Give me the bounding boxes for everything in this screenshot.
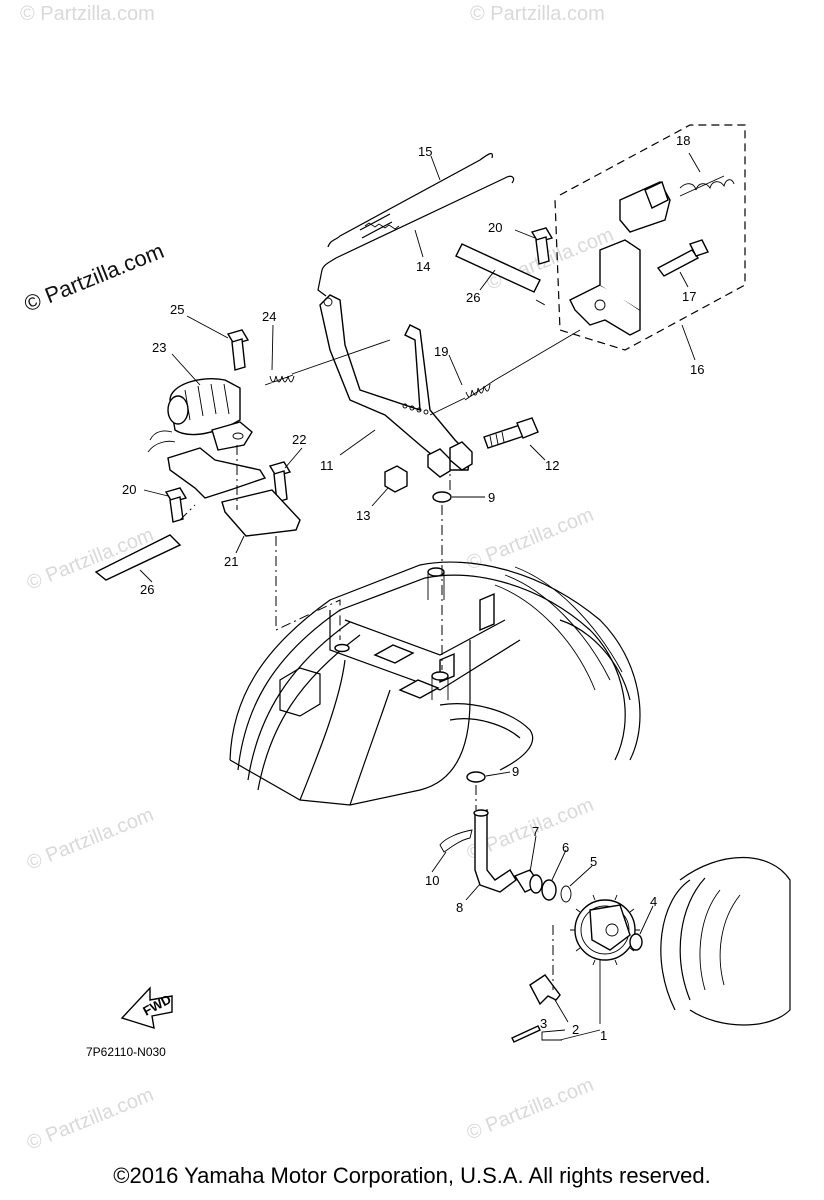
engine-block: [229, 561, 641, 806]
strip-26-right: [455, 243, 541, 293]
watermark-faint: © Partzilla.com: [24, 804, 157, 875]
bolts: [164, 227, 554, 523]
bracket-21: [167, 447, 301, 537]
callout-26-lower: 26: [140, 582, 154, 597]
callout-5: 5: [590, 854, 597, 869]
bracket-16: [569, 181, 671, 336]
connection-lines: [179, 299, 554, 990]
assembly-16-box: [554, 124, 746, 351]
callout-10: 10: [425, 873, 439, 888]
springs: [264, 329, 581, 416]
strip-26-left: [94, 534, 182, 581]
washer-6: [541, 879, 557, 901]
callout-26-upper: 26: [466, 290, 480, 305]
watermark-main: © Partzilla.com: [21, 238, 168, 317]
watermark-faint: © Partzilla.com: [464, 1074, 597, 1145]
ring-5: [560, 885, 572, 903]
callout-labels: 1 2 3 4 5 6 7 8 9 9 10 11 12 13 14 15 16…: [122, 133, 704, 1043]
leader-lines: [139, 152, 701, 1041]
callout-25: 25: [170, 302, 184, 317]
watermark-faint: © Partzilla.com: [464, 504, 597, 575]
callout-11: 11: [320, 458, 334, 473]
washer-4: [629, 933, 643, 951]
callout-15: 15: [418, 144, 432, 159]
slider-block: [384, 465, 408, 493]
callout-9-upper: 9: [488, 490, 495, 505]
clip-10: [439, 829, 473, 853]
callout-7: 7: [532, 824, 539, 839]
callout-3: 3: [540, 1016, 547, 1031]
callout-9-lower: 9: [512, 764, 519, 779]
pin-7: [513, 869, 543, 894]
spring-18: [679, 175, 735, 197]
crankcase-housing: [660, 856, 791, 1026]
callout-1: 1: [600, 1028, 607, 1043]
fwd-arrow-icon: FWD: [120, 986, 174, 1030]
bolt-12: [483, 417, 539, 449]
callout-19: 19: [434, 344, 448, 359]
callout-20-lower: 20: [122, 482, 136, 497]
callout-17: 17: [682, 289, 696, 304]
watermark-faint: © Partzilla.com: [470, 3, 605, 25]
callout-6: 6: [562, 840, 569, 855]
callout-20-upper: 20: [488, 220, 502, 235]
callout-2: 2: [572, 1022, 579, 1037]
watermark-faint: © Partzilla.com: [20, 3, 155, 25]
callout-12: 12: [545, 458, 559, 473]
diagram-code: 7P62110-N030: [86, 1045, 166, 1059]
link-rods: [317, 152, 515, 297]
callout-21: 21: [224, 554, 238, 569]
callout-24: 24: [262, 309, 276, 324]
plate-2: [529, 974, 561, 1006]
callout-22: 22: [292, 432, 306, 447]
callout-4: 4: [650, 894, 657, 909]
callout-13: 13: [356, 508, 370, 523]
callout-16: 16: [690, 362, 704, 377]
watermark-faint: © Partzilla.com: [24, 1084, 157, 1155]
callout-18: 18: [676, 133, 690, 148]
lever-plate: [319, 294, 473, 478]
callout-23: 23: [152, 340, 166, 355]
callout-14: 14: [416, 259, 430, 274]
gear-1: [570, 894, 640, 966]
copyright-notice: ©2016 Yamaha Motor Corporation, U.S.A. A…: [113, 1163, 711, 1188]
washer-9-lower: [466, 771, 486, 783]
pin-3: [511, 1025, 541, 1043]
solenoid-23: [147, 378, 253, 453]
lever-8: [473, 808, 517, 893]
washer-9-upper: [432, 491, 452, 503]
callout-8: 8: [456, 900, 463, 915]
bolt-17: [656, 239, 709, 277]
